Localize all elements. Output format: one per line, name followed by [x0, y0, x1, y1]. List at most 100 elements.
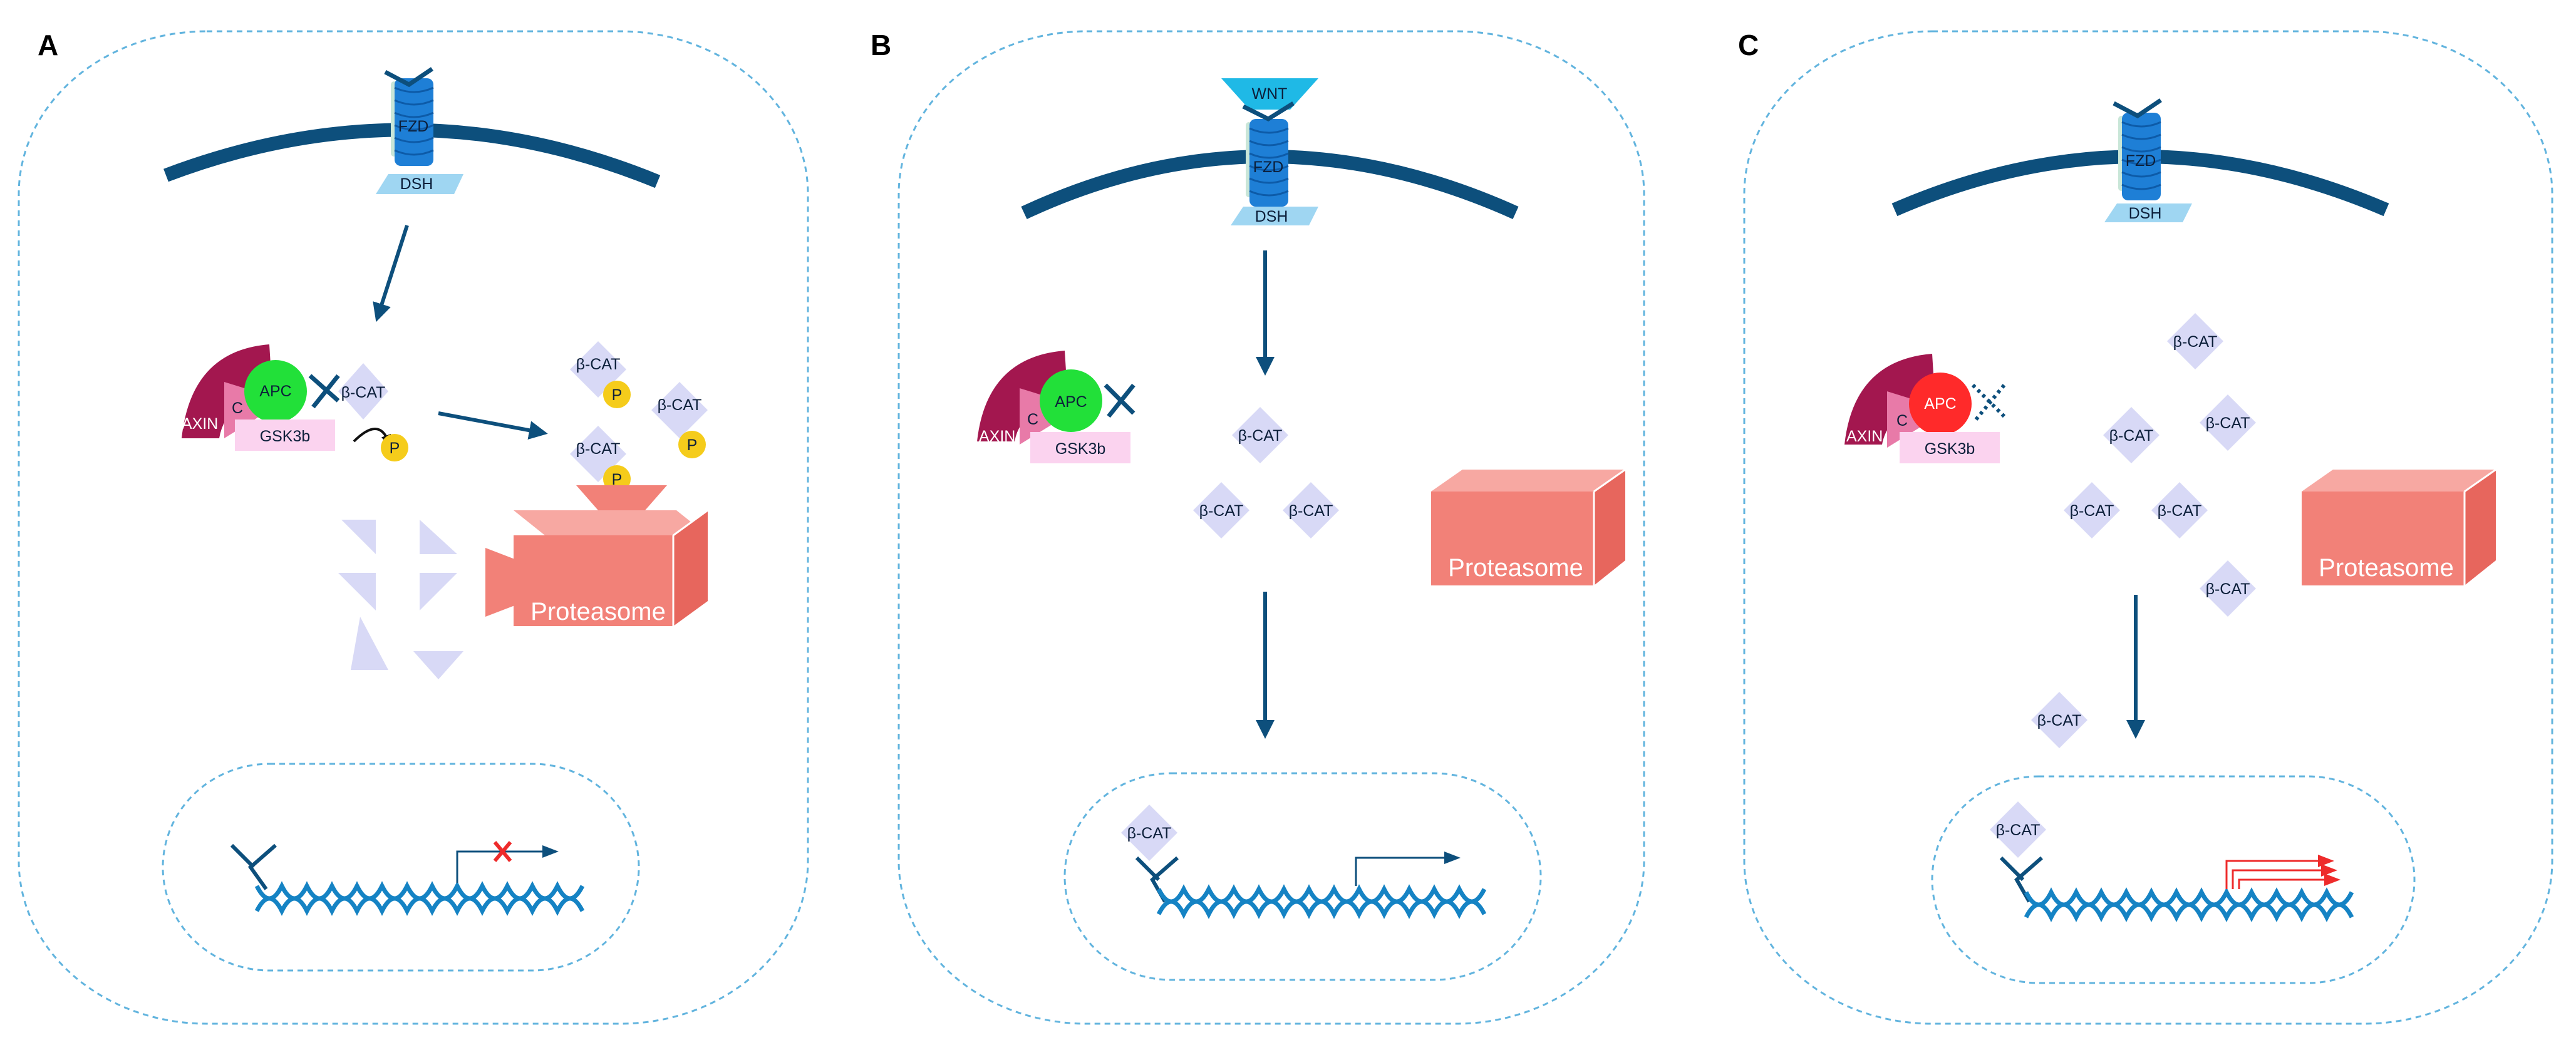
panel-letter-b: B: [871, 29, 891, 61]
gsk3b-c: [1900, 432, 2000, 463]
truncated-binding-site-c: [1971, 383, 2006, 421]
c-label-b: C: [1027, 411, 1038, 428]
proteasome-b: Proteasome: [1431, 468, 1626, 585]
nuclear-bcat-b: β-CAT: [1121, 805, 1177, 861]
panel-letter-a: A: [38, 29, 58, 61]
gsk3b-label-b: GSK3b: [1055, 440, 1106, 458]
phospho-label: P: [612, 386, 623, 404]
gsk3b-b: [1030, 432, 1130, 463]
tcf-repressor-a: [230, 843, 277, 890]
phospho-bcat-a-1: β-CAT P: [570, 341, 631, 408]
bcat-label: β-CAT: [1996, 821, 2041, 839]
apc-binding-site-b: [1104, 383, 1135, 418]
bcat-label: β-CAT: [2037, 712, 2082, 729]
proteasome-c: Proteasome: [2302, 468, 2496, 585]
apc-mutant-c: [1909, 373, 1972, 435]
ligand-receptor-binding-b: [1242, 101, 1295, 122]
dsh-label-b: DSH: [1255, 208, 1288, 225]
gsk3b-label-c: GSK3b: [1925, 440, 1975, 458]
nucleus-b: [1063, 772, 1542, 981]
bcat-c-3: β-CAT: [2200, 394, 2256, 451]
fzd-receptor-c: FZD: [2117, 111, 2162, 202]
axin-label-b: AXIN: [979, 428, 1015, 445]
signal-arrow-a: [373, 225, 409, 322]
bcat-c-4: β-CAT: [2064, 482, 2120, 538]
destruction-complex-b: AXIN C APC GSK3b: [977, 351, 1135, 463]
dna-b: [1156, 884, 1487, 919]
apc-binding-site-a: [308, 374, 340, 409]
fzd-receptor-a: FZD: [390, 77, 435, 167]
bcat-label: β-CAT: [576, 440, 621, 458]
bcat-c-1: β-CAT: [2167, 313, 2223, 369]
tcf-b: [1135, 856, 1179, 903]
bcat-label: β-CAT: [576, 356, 621, 373]
bcat-c-5: β-CAT: [2151, 482, 2208, 538]
bcat-c-6: β-CAT: [2200, 560, 2256, 617]
receptor-binding-site-a: [384, 67, 433, 88]
tcf-c: [1999, 856, 2043, 903]
bcat-label: β-CAT: [2173, 333, 2218, 351]
bcat-label: β-CAT: [1127, 825, 1172, 842]
transcription-start-a: [456, 845, 559, 883]
wnt-label-b: WNT: [1252, 85, 1288, 103]
panel-letter-c: C: [1738, 29, 1759, 61]
c-label-c: C: [1896, 412, 1908, 430]
fzd-label-c: FZD: [2126, 152, 2156, 170]
nucleus-a: [162, 763, 640, 972]
phospho-label: P: [687, 436, 698, 454]
dna-c: [2024, 887, 2354, 922]
degradation-arrow-a: [438, 411, 548, 440]
receptor-binding-site-c: [2113, 98, 2162, 119]
cell-outline-c: [1743, 30, 2553, 1025]
phosphorylation-arrow-a: [353, 428, 391, 448]
axin-label-c: AXIN: [1846, 428, 1883, 445]
bcat-label: β-CAT: [1238, 427, 1283, 445]
phospho-group: [603, 381, 631, 408]
degraded-fragments-a: [338, 520, 463, 679]
bcat-label: β-CAT: [2109, 427, 2154, 445]
bcat-label: β-CAT: [1199, 502, 1244, 520]
apc-label-b: APC: [1055, 393, 1087, 411]
phospho-label: P: [612, 471, 623, 488]
phospho-group: [678, 431, 706, 458]
dsh-label-c: DSH: [2129, 205, 2162, 222]
nucleus-c: [1931, 775, 2416, 984]
dsh-a: DSH: [376, 174, 463, 194]
dsh-b: DSH: [1231, 207, 1318, 225]
dsh-c: DSH: [2104, 203, 2192, 222]
gsk3b-a: [235, 420, 335, 451]
transcription-arrow-b: [1355, 852, 1461, 886]
proteasome-label-b: Proteasome: [1448, 554, 1583, 582]
bcat-label: β-CAT: [2206, 414, 2250, 432]
wnt-ligand-b: WNT: [1221, 78, 1318, 122]
nuclear-bcat-c: β-CAT: [1990, 801, 2046, 858]
bcat-label: β-CAT: [2070, 502, 2114, 520]
panel-a: A FZD DSH AXIN C APC GSK3b β-CAT: [18, 29, 809, 1025]
phospho-label-a: P: [390, 440, 400, 457]
bcat-b-2: β-CAT: [1193, 482, 1249, 538]
bcat-label: β-CAT: [1289, 502, 1333, 520]
proteasome-label-c: Proteasome: [2319, 554, 2454, 582]
c-label-a: C: [232, 399, 243, 417]
destruction-complex-a: AXIN C APC GSK3b β-CAT P: [182, 344, 408, 461]
phospho-group-a: [381, 434, 408, 461]
bcat-c-2: β-CAT: [2103, 407, 2160, 463]
bcat-label: β-CAT: [2158, 502, 2202, 520]
fzd-receptor-b: FZD: [1244, 118, 1290, 208]
apc-b: [1040, 369, 1102, 432]
phospho-bcat-a-3: β-CAT P: [570, 426, 631, 493]
cell-outline-b: [897, 30, 1645, 1025]
bcat-b-1: β-CAT: [1232, 407, 1288, 463]
dsh-label-a: DSH: [400, 175, 433, 193]
phospho-bcat-a-2: β-CAT P: [651, 382, 708, 458]
bcat-b-3: β-CAT: [1283, 482, 1339, 538]
apc-a: [244, 360, 307, 423]
panel-c: C FZD DSH AXIN C APC GSK3b β-CAT: [1738, 29, 2553, 1025]
bcat-label: β-CAT: [658, 396, 702, 414]
fzd-label-b: FZD: [1253, 158, 1284, 176]
transcription-arrows-c: [2225, 855, 2341, 889]
cell-outline-a: [18, 30, 809, 1025]
gsk3b-label-a: GSK3b: [260, 428, 311, 445]
proteasome-a: Proteasome: [485, 485, 708, 626]
